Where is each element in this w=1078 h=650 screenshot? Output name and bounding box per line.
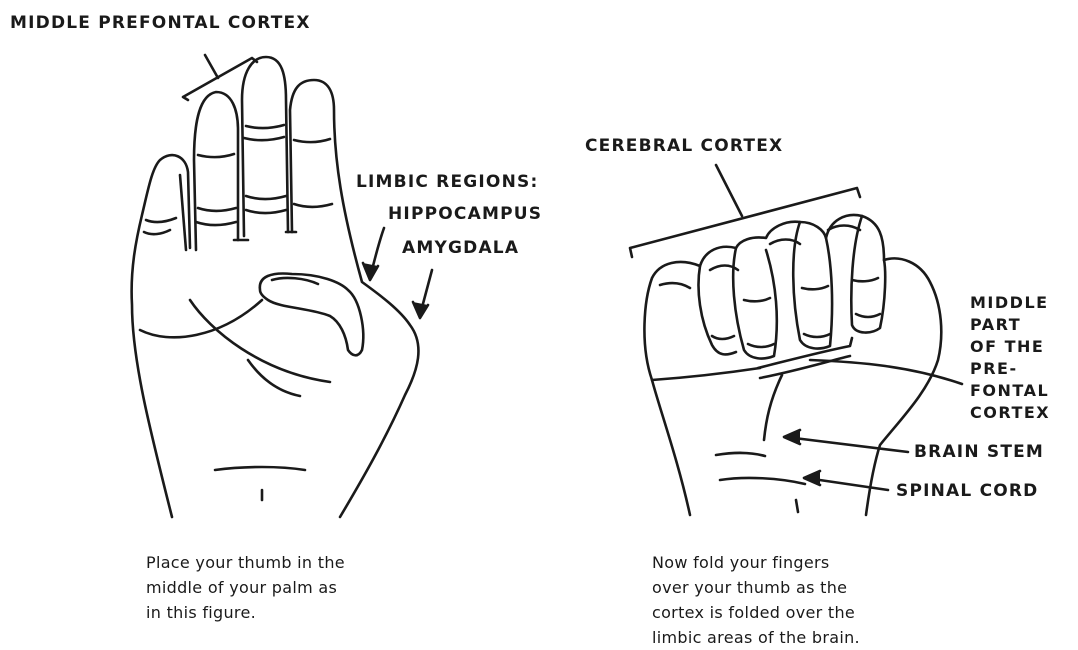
- hippocampus-arrowhead: [363, 263, 378, 280]
- caption-left: Place your thumb in the middle of your p…: [146, 550, 345, 625]
- open-hand-illustration: [132, 55, 432, 517]
- fist-illustration: [630, 165, 962, 515]
- prefrontal-leader: [810, 360, 962, 384]
- label-prefrontal-line-3: OF THE: [970, 336, 1050, 358]
- label-cerebral-cortex: CEREBRAL CORTEX: [585, 136, 783, 156]
- label-middle-part-prefrontal: MIDDLE PART OF THE PRE- FONTAL CORTEX: [970, 292, 1050, 424]
- fist-finger-2: [733, 248, 777, 358]
- cortex-bracket-stem: [716, 165, 742, 216]
- label-hippocampus: HIPPOCAMPUS: [388, 204, 542, 224]
- caption-right-line-2: over your thumb as the: [652, 575, 860, 600]
- label-prefrontal-line-1: MIDDLE: [970, 292, 1050, 314]
- label-brain-stem: BRAIN STEM: [914, 442, 1044, 462]
- fist-finger-creases: [744, 278, 878, 301]
- prefrontal-bracket-stem: [205, 55, 218, 78]
- palm-line-2: [190, 300, 330, 382]
- caption-right: Now fold your fingers over your thumb as…: [652, 550, 860, 650]
- fist-wrist-line: [716, 453, 805, 512]
- caption-left-line-1: Place your thumb in the: [146, 550, 345, 575]
- thumb-outline: [260, 274, 363, 356]
- label-prefrontal-line-4: PRE-: [970, 358, 1050, 380]
- fist-inner-arm: [764, 375, 782, 440]
- caption-left-line-3: in this figure.: [146, 600, 345, 625]
- index-creases: [294, 139, 332, 207]
- label-prefrontal-line-6: CORTEX: [970, 402, 1050, 424]
- pinky-seam: [180, 175, 186, 250]
- ring-creases: [196, 154, 236, 225]
- caption-right-line-3: cortex is folded over the: [652, 600, 860, 625]
- amygdala-arrowhead: [413, 302, 428, 318]
- middle-creases: [244, 125, 286, 213]
- label-prefrontal-line-2: PART: [970, 314, 1050, 336]
- label-amygdala: AMYGDALA: [402, 238, 519, 258]
- fist-finger-3: [793, 222, 832, 348]
- pinky-creases: [144, 218, 176, 234]
- palm-line-1: [140, 300, 262, 337]
- fist-finger-1: [699, 266, 737, 354]
- caption-right-line-4: limbic areas of the brain.: [652, 625, 860, 650]
- label-prefrontal-line-5: FONTAL: [970, 380, 1050, 402]
- label-spinal-cord: SPINAL CORD: [896, 481, 1039, 501]
- brainstem-arrow: [786, 437, 908, 452]
- cortex-bracket: [630, 188, 860, 257]
- label-middle-prefrontal-cortex: MIDDLE PREFONTAL CORTEX: [10, 13, 311, 33]
- wrist-line: [215, 467, 305, 500]
- caption-right-line-1: Now fold your fingers: [652, 550, 860, 575]
- spinal-arrowhead: [804, 471, 820, 485]
- label-limbic-regions: LIMBIC REGIONS:: [356, 172, 538, 192]
- thumb-nail: [272, 278, 318, 284]
- caption-left-line-2: middle of your palm as: [146, 575, 345, 600]
- fist-palm-line: [652, 368, 760, 380]
- brainstem-arrowhead: [784, 430, 800, 444]
